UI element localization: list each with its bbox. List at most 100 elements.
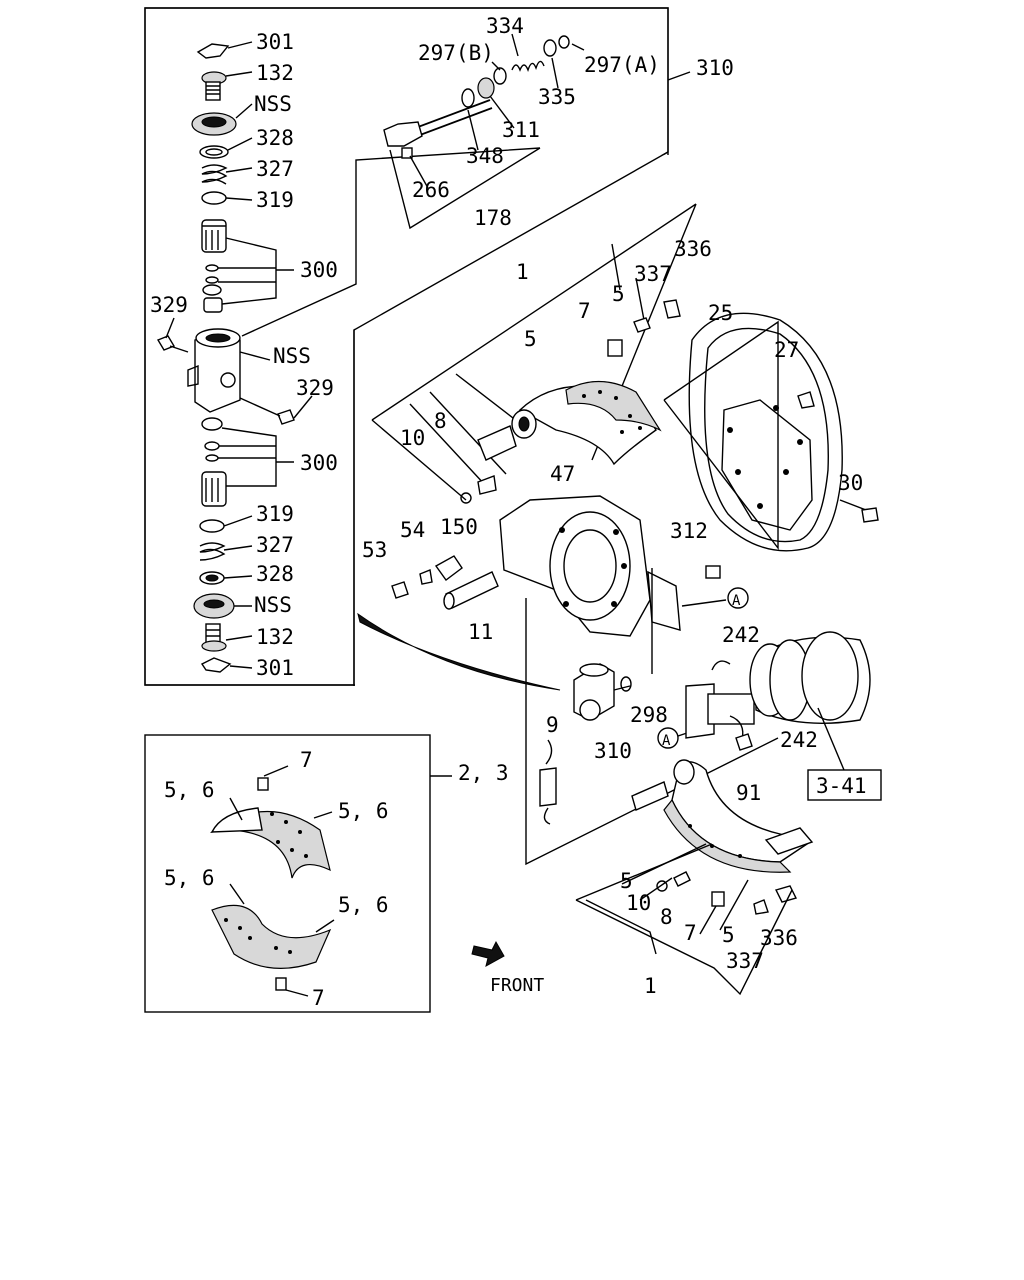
washer-54 (419, 569, 433, 585)
label-132-bot: 132 (256, 625, 294, 649)
ring-328-top (199, 145, 229, 159)
shoe-set (209, 765, 452, 997)
shoe-set-frame (144, 734, 431, 1013)
clip-301-top (196, 43, 230, 59)
brake-assembly (357, 203, 879, 996)
label-54: 54 (400, 518, 425, 542)
label-150: 150 (440, 515, 478, 539)
label-7-box-bot: 7 (312, 986, 325, 1010)
valve-310-lower (573, 663, 632, 721)
ring-335 (543, 39, 557, 57)
label-10-top: 10 (400, 426, 425, 450)
label-56-a: 5, 6 (164, 778, 215, 802)
ring-319-top (201, 191, 227, 205)
label-7-top: 7 (578, 299, 591, 323)
label-a-top: A (732, 593, 741, 609)
label-266: 266 (412, 178, 450, 202)
label-10-low: 10 (626, 891, 651, 915)
label-27: 27 (774, 338, 799, 362)
bolt-329-left (156, 335, 176, 351)
bolt-53 (391, 581, 409, 599)
label-9: 9 (546, 713, 559, 737)
roller-8-top (477, 425, 517, 461)
bolt-336-top (663, 299, 681, 319)
bolt-336-low (774, 885, 798, 903)
label-297a: 297(A) (584, 53, 660, 77)
rivet-7-box-bot (275, 977, 287, 991)
bolt-329-right (277, 409, 295, 425)
rivet-7-top (607, 339, 623, 357)
label-329-left: 329 (150, 293, 188, 317)
label-242-top: 242 (722, 623, 760, 647)
label-336-low: 336 (760, 926, 798, 950)
spring-9 (539, 767, 557, 807)
plunger-300-top (201, 219, 227, 253)
label-328-top: 328 (256, 126, 294, 150)
label-319-bot: 319 (256, 502, 294, 526)
label-25: 25 (708, 301, 733, 325)
ref-box-3-41 (807, 769, 882, 801)
label-nss-mid: NSS (273, 344, 311, 368)
label-nss-bot: NSS (254, 593, 292, 617)
pushrod-178 (409, 99, 491, 131)
label-335: 335 (538, 85, 576, 109)
label-311: 311 (502, 118, 540, 142)
pin-266 (401, 147, 413, 159)
label-301-bot: 301 (256, 656, 294, 680)
rivet-7-box-top (257, 777, 269, 791)
label-nss-top: NSS (254, 92, 292, 116)
label-56-d: 5, 6 (338, 893, 389, 917)
label-ref-3-41: 3-41 (816, 774, 867, 798)
label-328-bot: 328 (256, 562, 294, 586)
label-56-b: 5, 6 (338, 799, 389, 823)
label-300-bot: 300 (300, 451, 338, 475)
bolt-312 (705, 565, 721, 579)
circle-a-icon (727, 587, 749, 609)
spring-334 (511, 60, 545, 73)
valve-310-parts (383, 33, 691, 230)
washer-348 (461, 88, 475, 108)
label-310-box: 310 (696, 56, 734, 80)
bolt-30 (861, 507, 879, 523)
label-312: 312 (670, 519, 708, 543)
label-310-valve: 310 (594, 739, 632, 763)
label-5-top: 5 (612, 282, 625, 306)
label-30: 30 (838, 471, 863, 495)
label-300-top: 300 (300, 258, 338, 282)
label-front: FRONT (490, 975, 544, 996)
front-arrow-icon (471, 940, 505, 967)
clip-27 (797, 391, 815, 409)
valve-stack (156, 41, 541, 673)
label-337-low: 337 (726, 949, 764, 973)
label-5-low: 5 (620, 869, 633, 893)
adjuster-132-top-stem (205, 81, 221, 101)
label-1-low: 1 (644, 974, 657, 998)
ring-297a (558, 35, 570, 49)
label-5-shoe: 5 (524, 327, 537, 351)
label-327-top: 327 (256, 157, 294, 181)
label-337-top: 337 (634, 262, 672, 286)
bolt-337-top (633, 317, 651, 333)
plate-150 (434, 555, 463, 581)
bolt-337-low (753, 899, 769, 915)
label-242-bot: 242 (780, 728, 818, 752)
label-47: 47 (550, 462, 575, 486)
label-7-box-top: 7 (300, 748, 313, 772)
label-319-top: 319 (256, 188, 294, 212)
label-56-c: 5, 6 (164, 866, 215, 890)
label-298: 298 (630, 703, 668, 727)
ring-319-bottom (199, 519, 225, 533)
label-329-right: 329 (296, 376, 334, 400)
label-132-top: 132 (256, 61, 294, 85)
brake-chamber (685, 631, 871, 751)
shoe-lower (211, 904, 332, 969)
label-11: 11 (468, 620, 493, 644)
label-297b: 297(B) (418, 41, 494, 65)
labels: 301 132 NSS 328 327 319 300 329 NSS 329 … (150, 14, 867, 1010)
connector-arc (357, 612, 561, 691)
label-8-low: 8 (660, 905, 673, 929)
label-336-top: 336 (674, 237, 712, 261)
label-327-bot: 327 (256, 533, 294, 557)
label-91: 91 (736, 781, 761, 805)
